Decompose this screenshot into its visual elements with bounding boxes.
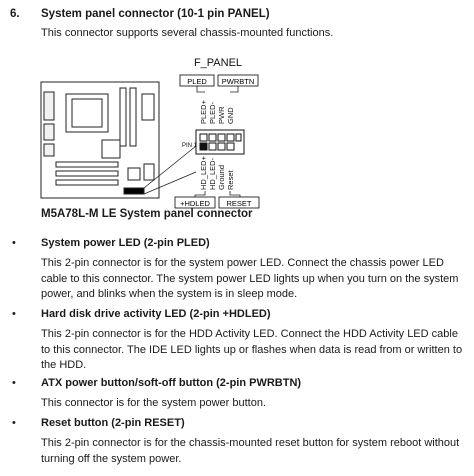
pin-label-pled-plus: PLED+ xyxy=(199,99,208,124)
bullet: • xyxy=(12,417,16,429)
item-title: Hard disk drive activity LED (2-pin +HDL… xyxy=(41,308,271,320)
pin-label-pwr: PWR xyxy=(217,106,226,124)
motherboard-illustration xyxy=(40,81,160,199)
bullet: • xyxy=(12,308,16,320)
item-title: ATX power button/soft-off button (2-pin … xyxy=(41,377,302,389)
bullet: • xyxy=(12,237,16,249)
label-pled: PLED xyxy=(187,77,207,86)
bullet: • xyxy=(12,377,16,389)
item-body: This 2-pin connector is for the system p… xyxy=(41,257,459,300)
label-reset: RESET xyxy=(226,199,251,208)
section-number: 6. xyxy=(10,8,20,20)
pin-label-ground: Ground xyxy=(217,165,226,190)
pin-label-hd-led-plus: HD_LED+ xyxy=(199,155,208,190)
item-body: This 2-pin connector is for the chassis-… xyxy=(41,437,460,465)
pin-label-hd-led-minus: HD_LED- xyxy=(208,157,217,190)
figure-caption: M5A78L-M LE System panel connector xyxy=(41,208,253,220)
item-title: Reset button (2-pin RESET) xyxy=(41,417,185,429)
item-title: System power LED (2-pin PLED) xyxy=(41,237,210,249)
pin-label-gnd: GND xyxy=(226,107,235,124)
connector-name: F_PANEL xyxy=(194,57,242,69)
label-hdled: +HDLED xyxy=(180,199,210,208)
item-body: This 2-pin connector is for the HDD Acti… xyxy=(41,328,463,371)
connector-pins xyxy=(195,129,245,155)
section-title: System panel connector (10-1 pin PANEL) xyxy=(41,8,270,20)
panel-connector-figure: F_PANEL PLED PWRBTN PLED+ PLED- PWR GND … xyxy=(40,57,260,209)
pin-label-reset: Reset xyxy=(226,169,235,190)
pin-label-pled-minus: PLED- xyxy=(208,101,217,124)
section-description: This connector supports several chassis-… xyxy=(41,27,334,39)
pin1-label: PIN 1 xyxy=(182,143,198,149)
label-pwrbtn: PWRBTN xyxy=(222,77,255,86)
leader-lines xyxy=(143,145,197,195)
item-body: This connector is for the system power b… xyxy=(41,397,266,409)
